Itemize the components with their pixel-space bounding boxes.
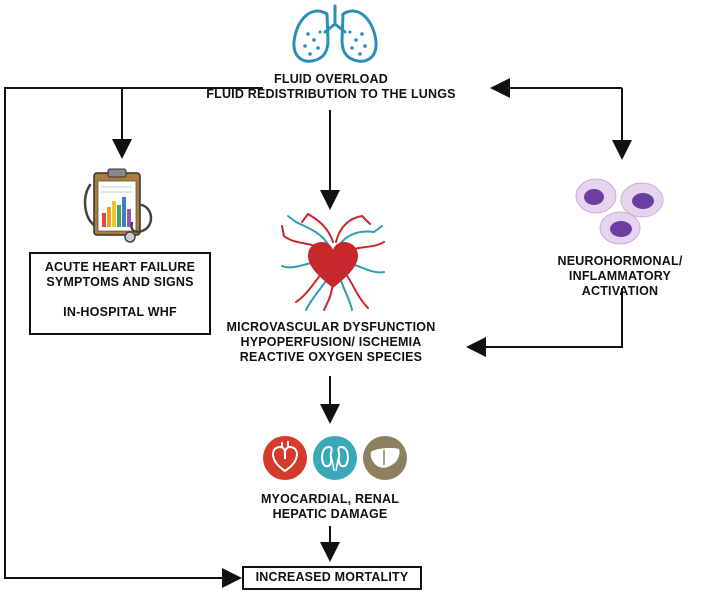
organ-damage-line1: MYOCARDIAL, RENAL [260, 492, 400, 506]
ahf-line3: IN-HOSPITAL WHF [63, 305, 177, 319]
microvascular-line3: REACTIVE OXYGEN SPECIES [239, 350, 423, 364]
mortality-box: INCREASED MORTALITY [242, 566, 422, 590]
microvascular-line2: HYPOPERFUSION/ ISCHEMIA [240, 335, 422, 349]
ahf-box: ACUTE HEART FAILURE SYMPTOMS AND SIGNS I… [29, 252, 211, 335]
heart-vessels-icon [281, 213, 385, 311]
microvascular-line1: MICROVASCULAR DYSFUNCTION [226, 320, 436, 334]
lungs-icon [292, 4, 378, 63]
fluid-overload-label: FLUID OVERLOAD FLUID REDISTRIBUTION TO T… [186, 72, 476, 102]
kidney-organ-icon [313, 436, 357, 480]
neurohormonal-line1: NEUROHORMONAL/ [557, 254, 683, 268]
fluid-overload-line1: FLUID OVERLOAD [274, 72, 388, 86]
organ-damage-label: MYOCARDIAL, RENAL HEPATIC DAMAGE [220, 492, 440, 522]
liver-organ-icon [363, 436, 407, 480]
neurohormonal-line2: INFLAMMATORY ACTIVATION [568, 269, 672, 298]
fluid-overload-line2: FLUID REDISTRIBUTION TO THE LUNGS [206, 87, 456, 101]
inflammatory-cells-icon [575, 178, 664, 245]
organ-damage-line2: HEPATIC DAMAGE [272, 507, 388, 521]
arrow-to-mortality-left [4, 87, 263, 588]
neurohormonal-label: NEUROHORMONAL/ INFLAMMATORY ACTIVATION [530, 254, 709, 299]
arrow-neuro-to-micro [466, 288, 623, 357]
heart-organ-icon [263, 436, 307, 480]
ahf-line1: ACUTE HEART FAILURE [44, 260, 196, 274]
mortality-label: INCREASED MORTALITY [255, 570, 409, 584]
ahf-line2: SYMPTOMS AND SIGNS [46, 275, 194, 289]
ahf-text: ACUTE HEART FAILURE SYMPTOMS AND SIGNS I… [31, 260, 209, 320]
clipboard-stethoscope-icon [83, 168, 153, 243]
microvascular-label: MICROVASCULAR DYSFUNCTION HYPOPERFUSION/… [206, 320, 456, 365]
